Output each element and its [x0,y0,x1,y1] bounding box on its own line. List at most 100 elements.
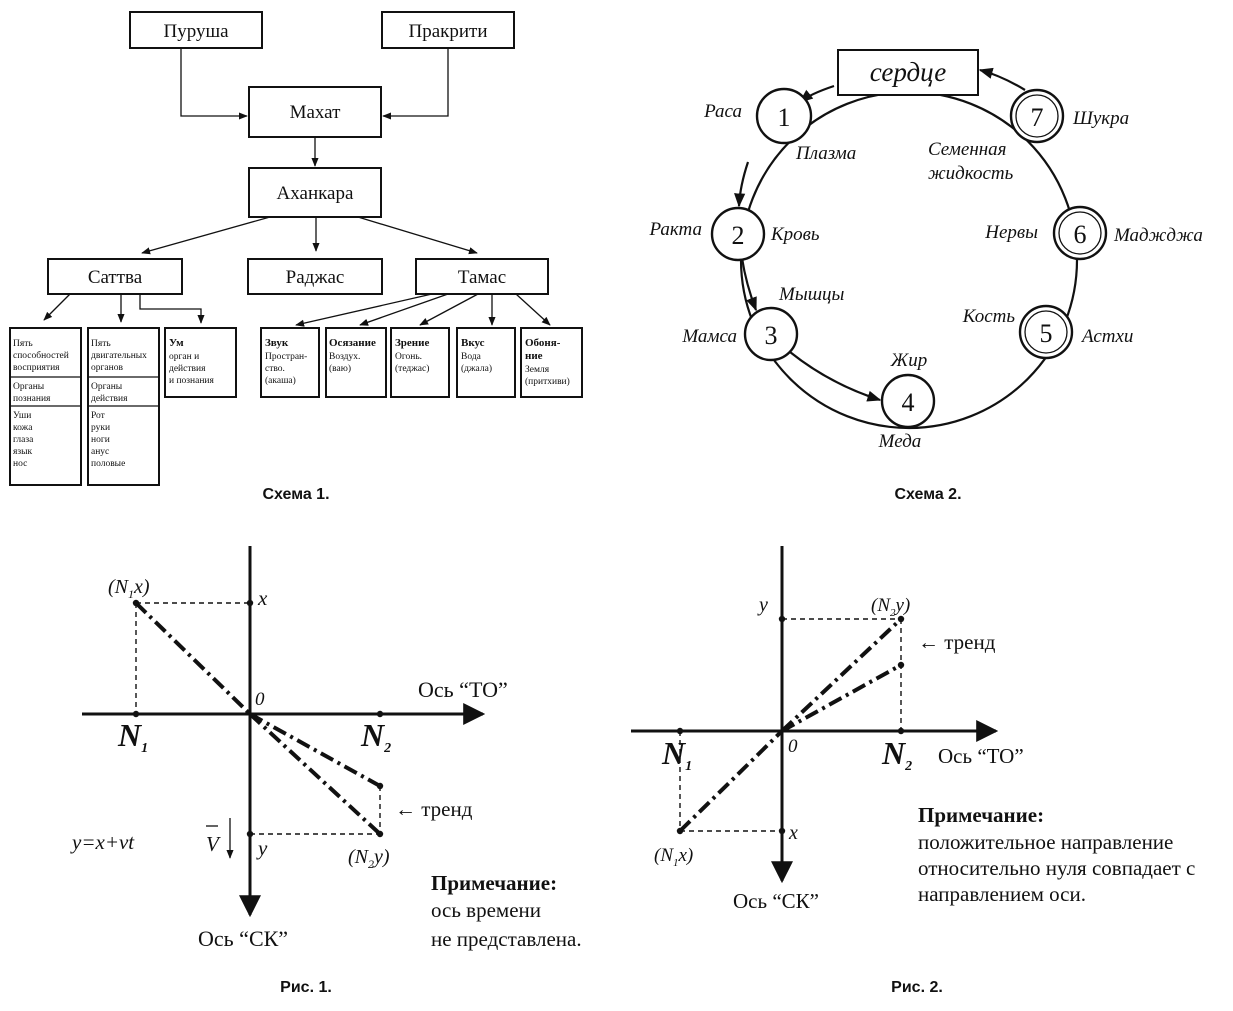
perception-list: Уши кожа глаза язык нос [13,411,36,469]
fig-1-caption: Рис. 1. [280,979,332,996]
fig2-label-n1: N1 [661,735,692,774]
fig2-point-n1 [676,727,684,735]
fig1-label-n2: N2 [360,717,391,756]
fig2-note-title: Примечание: [918,803,1044,827]
node-7-circle [1009,88,1065,144]
fig1-axis-sk-label: Ось “СК” [198,926,288,951]
purusha-label: Пуруша [163,21,229,42]
fig2-origin: 0 [788,736,798,757]
heart-label: сердце [870,57,947,87]
node-6-circle [1052,205,1108,261]
fig2-axis-sk-label: Ось “СК” [733,889,819,913]
fig1-note-body: ось времени не представлена. [431,898,582,951]
tamas-to-touch-arrow [359,293,449,326]
node-3-sanskrit: Мамса [681,326,737,347]
fig1-point-x [246,599,254,607]
fig1-point-n2 [376,710,384,718]
action-title: Пять двигательных органов [91,339,149,373]
fig1-point-y [246,830,254,838]
node-5-number: 5 [1040,319,1053,348]
node-6-sanskrit: Маджджа [1113,225,1203,246]
fig2-axis-to-label: Ось “ТО” [938,744,1024,768]
node-3-russian: Мышцы [778,284,845,305]
mind-title: Ум [169,337,184,349]
node-5-sanskrit: Астхи [1080,326,1133,347]
rajas-label: Раджас [286,267,345,288]
scheme-2-caption: Схема 2. [894,486,961,503]
fig1-point-trend [376,782,384,790]
element-sound-box [260,327,320,398]
node-5-circle [1018,304,1074,360]
mahat-label: Махат [290,102,342,123]
node-7-russian: Семенная жидкость [928,139,1014,184]
element-smell-title: Обоня- ние [525,337,563,362]
tamas-to-smell-arrow [515,293,551,326]
fig1-line-n1x [134,601,252,716]
fig1-label-n2y: (N2y) [348,846,390,871]
node-5-russian: Кость [962,306,1016,327]
sattva-to-mind-arrow [139,294,205,324]
fig2-label-y: y [757,594,768,616]
scheme-1: Пуруша Пракрити Махат Аханкара Саттва Ра… [9,11,583,486]
node-3-number: 3 [765,321,778,350]
sattva-to-perception-arrow [43,293,71,321]
node-4-sanskrit: Меда [878,431,922,452]
element-sight-lines: Огонь. (теджас) [395,352,429,374]
prakriti-label: Пракрити [408,21,487,42]
tamas-box [415,258,549,295]
fig2-trend-line [781,663,902,733]
fig1-formula: y=x+vt [70,830,135,854]
fig2-point-n1x [676,827,684,835]
fig1-label-n1x: (N1x) [108,576,150,601]
perception-title: Пять способностей восприятия [13,339,71,373]
fig1-point-n1x [132,599,140,607]
node-1-russian: Плазма [795,143,856,164]
ahankara-label: Аханкара [277,183,354,204]
action-list: Рот руки ноги анус половые [91,411,125,469]
tamas-label: Тамас [458,267,506,288]
element-sight-title: Зрение [395,337,429,349]
fig2-label-n2: N2 [881,735,912,774]
node-2-circle [710,206,766,262]
fig2-line-n2y [780,617,903,733]
heart-box [837,49,979,96]
element-smell-box [520,327,583,398]
element-touch-box [325,327,387,398]
fig1-line-n2y [248,712,382,836]
element-smell-lines: Земля (притхиви) [525,365,570,387]
action-organs: Органы действия [91,382,128,404]
fig2-trend-label: ← тренд [918,630,996,654]
element-sound-lines: Простран- ство. (акаша) [265,352,310,386]
node-1-number: 1 [778,103,791,132]
fig1-label-n1: N1 [117,717,148,756]
scheme-2: сердце 1 Раса Плазма 2 Ракта Кровь 3 Мам… [649,49,1203,452]
ahankara-to-tamas-arrow [357,216,478,255]
fig1-trend-line [249,712,381,788]
fig2-label-x: x [788,822,798,844]
node-3-circle [743,306,799,362]
node-4-number: 4 [902,388,915,417]
perception-organs: Органы познания [13,382,51,404]
element-taste-lines: Вода (джала) [461,352,492,374]
node-1-sanskrit: Раса [703,101,742,122]
fig1-label-x: x [257,586,268,610]
tamas-to-sight-arrow [419,293,479,326]
element-touch-title: Осязание [329,337,376,349]
ahankara-to-sattva-arrow [141,216,271,255]
node-2-sanskrit: Ракта [649,219,702,240]
node-4-russian: Жир [890,350,927,371]
fig2-point-x [778,827,786,835]
ahankara-box [248,167,382,218]
mind-box [164,327,237,398]
node-2-number: 2 [732,221,745,250]
fig2-label-n1x: (N1x) [654,845,693,869]
purusha-box [129,11,263,49]
purusha-to-mahat-arrow [180,48,248,120]
mind-lines: орган и действия и познания [169,352,215,386]
node-7-sanskrit: Шукра [1072,108,1129,129]
fig2-point-n2 [897,727,905,735]
node-7-number: 7 [1031,103,1044,132]
fig1-point-n2y [376,830,384,838]
fig1-note-title: Примечание: [431,871,557,895]
